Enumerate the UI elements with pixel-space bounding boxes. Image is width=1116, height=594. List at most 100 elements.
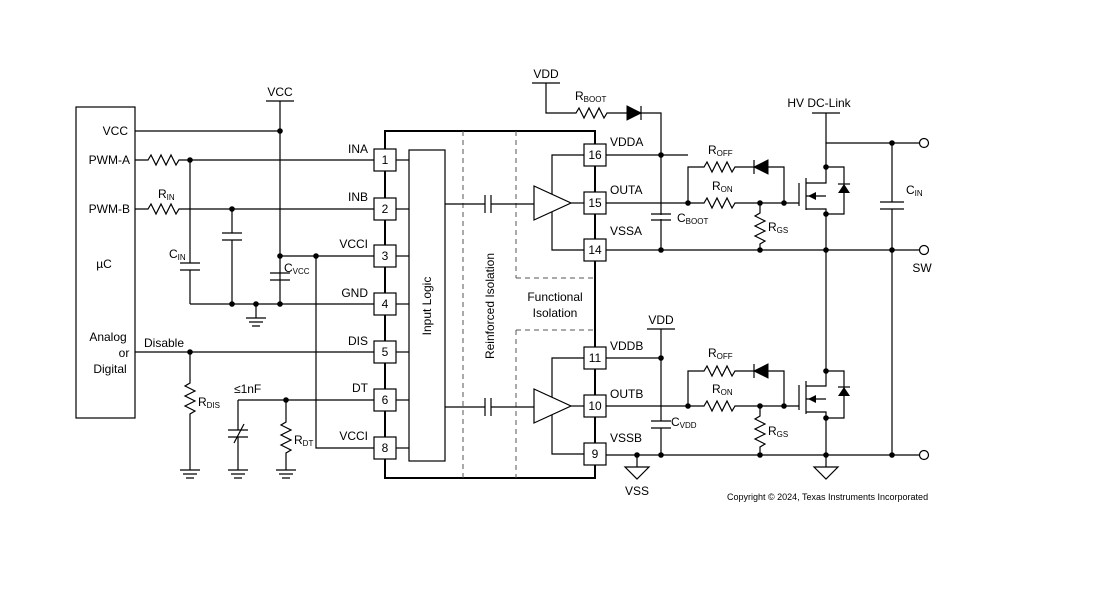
- cvdd-junction: [658, 452, 664, 458]
- ground-symbol-dtcap: [228, 469, 248, 479]
- rgs-a-label: RGS: [768, 220, 788, 235]
- cin-right-label: CIN: [906, 183, 923, 198]
- boot-diode-wire: [640, 106, 662, 250]
- ls-source-dot: [823, 415, 829, 421]
- rgs-a-resistor: [753, 203, 767, 250]
- pin-vssa-label: VSSA: [610, 224, 642, 238]
- mcu-vcc-label: VCC: [103, 124, 129, 138]
- high-side-mosfet: [798, 143, 850, 250]
- input-logic-label: Input Logic: [420, 277, 434, 336]
- vssa-junction-2: [757, 247, 763, 253]
- cin-right-capacitor: [880, 143, 904, 455]
- mcu-pwm-a-label: PWM-A: [89, 153, 130, 167]
- disable-label: Disable: [144, 336, 184, 350]
- functional-label-1: Functional: [527, 290, 582, 304]
- pin-16-number: 16: [588, 148, 602, 162]
- pin-8-number: 8: [382, 441, 389, 455]
- ls-drain-dot: [823, 368, 829, 374]
- vdd-mid-label: VDD: [648, 313, 674, 327]
- mcu-digital-label: Digital: [93, 362, 126, 376]
- rdt-resistor: [279, 400, 293, 470]
- pin-gnd-label: GND: [341, 286, 368, 300]
- ron-a-resistor: [688, 196, 799, 210]
- pwm-a-wire-resistor: [135, 153, 374, 167]
- driver-b-vss-wire: [551, 415, 584, 455]
- functional-label-2: Isolation: [533, 306, 578, 320]
- pwm-b-wire-resistor: [135, 202, 374, 216]
- pin-vssb-label: VSSB: [610, 431, 642, 445]
- pin-outa-label: OUTA: [610, 183, 642, 197]
- power-ground-symbol: [812, 455, 840, 480]
- dt-cap-arrow: [233, 423, 245, 444]
- ls-mosfet-body: [798, 250, 827, 455]
- pin-inb-label: INB: [348, 190, 368, 204]
- pin-dt-label: DT: [352, 381, 369, 395]
- cin-right-sw-junction: [889, 247, 895, 253]
- pin-vdda-label: VDDA: [610, 135, 643, 149]
- vcci-pin8-wire: [315, 256, 374, 449]
- ls-mosfet-arrow: [808, 395, 816, 403]
- gnd-junction-3: [277, 301, 283, 307]
- cin-left-label: CIN: [169, 247, 186, 262]
- ground-symbol-rdis: [180, 469, 200, 479]
- mcu-or-label: or: [119, 346, 130, 360]
- cin-right-gnd-junction: [889, 452, 895, 458]
- driver-a-vdd-wire: [551, 154, 584, 194]
- ls-body-diode: [838, 387, 850, 396]
- hs-body-diode: [838, 184, 850, 193]
- dt-capacitor: [228, 400, 248, 470]
- ron-a-label: RON: [712, 179, 733, 194]
- roff-a-diode: [752, 159, 769, 175]
- pin-ina-label: INA: [348, 142, 368, 156]
- gate-a-junction: [781, 200, 787, 206]
- roff-b-label: ROFF: [708, 346, 733, 361]
- roff-a-resistor: [687, 160, 754, 203]
- pin-11-number: 11: [589, 351, 602, 365]
- cvcc-label: CVCC: [284, 261, 310, 276]
- hs-source-dot: [823, 211, 829, 217]
- driver-b-vdd-wire: [551, 357, 584, 397]
- pin-dis-label: DIS: [348, 334, 368, 348]
- driver-a-vss-wire: [551, 212, 584, 251]
- pin-1-number: 1: [382, 153, 389, 167]
- pin-5-number: 5: [382, 345, 389, 359]
- hs-drain-dot: [823, 164, 829, 170]
- ron-b-resistor: [688, 399, 799, 413]
- pin-outb-label: OUTB: [610, 387, 643, 401]
- hs-mosfet-arrow: [808, 192, 816, 200]
- sw-terminal: [918, 244, 930, 256]
- mcu-analog-label: Analog: [89, 330, 126, 344]
- pin-9-number: 9: [592, 447, 599, 461]
- rdis-resistor: [183, 352, 197, 470]
- boot-diode: [626, 105, 643, 121]
- pin-9-box: [583, 442, 607, 466]
- pin-6-number: 6: [382, 393, 389, 407]
- roff-b-diode-wire: [753, 364, 785, 406]
- rgs-b-label: RGS: [768, 424, 788, 439]
- vss-ground-symbol: [623, 455, 651, 480]
- cin-b-capacitor: [222, 209, 242, 304]
- dclink-terminal: [918, 137, 930, 149]
- rdt-label: RDT: [294, 433, 313, 448]
- cin-left-capacitor: [180, 160, 200, 304]
- input-logic-block: [408, 149, 446, 462]
- pin-vcci2-label: VCCI: [339, 429, 368, 443]
- rgs-b-gnd-junction: [757, 452, 763, 458]
- sw-label: SW: [912, 261, 932, 275]
- pin-10-number: 10: [588, 399, 602, 413]
- cboot-capacitor: [651, 213, 671, 221]
- cvdd-capacitor: [651, 329, 671, 455]
- hv-dclink-label: HV DC-Link: [787, 96, 851, 110]
- pin-3-number: 3: [382, 249, 389, 263]
- vcc-junction: [277, 128, 283, 134]
- hv-dclink-wire: [825, 113, 924, 144]
- rin-label: RIN: [158, 187, 175, 202]
- rdis-label: RDIS: [198, 395, 220, 410]
- driver-a-buffer: [533, 185, 573, 221]
- right-pins: 16 VDDA 15 OUTA 14 VSSA 11 VDDB 10 OUTB …: [583, 135, 643, 466]
- vss-label: VSS: [625, 484, 649, 498]
- roff-b-resistor: [687, 364, 754, 406]
- gate-b-junction: [781, 403, 787, 409]
- driver-b-buffer: [533, 388, 573, 424]
- reinforced-isolation-label: Reinforced Isolation: [483, 253, 497, 359]
